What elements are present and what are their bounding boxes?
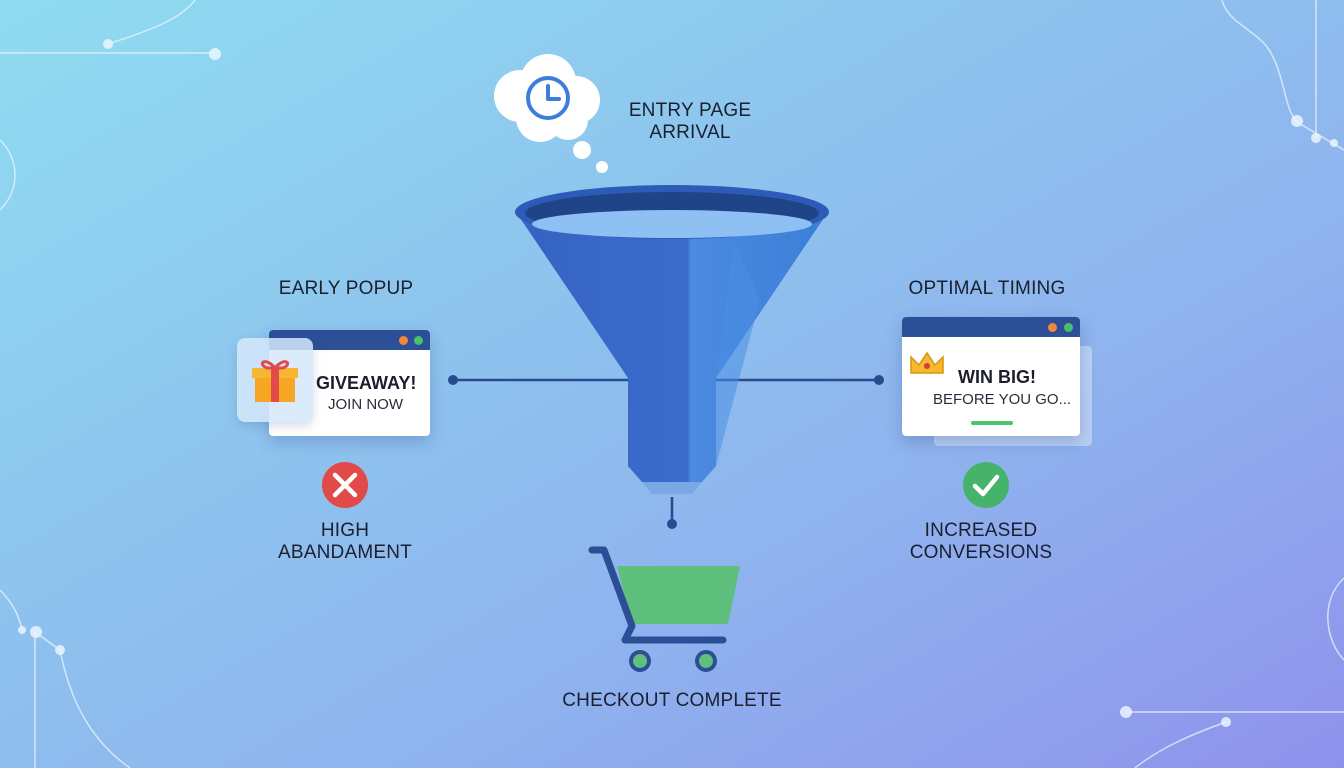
early-outcome-line2: ABANDAMENT xyxy=(278,542,412,563)
orange-dot-icon xyxy=(1048,323,1057,332)
checkout-label: CHECKOUT COMPLETE xyxy=(562,690,782,711)
gift-icon xyxy=(252,360,298,402)
green-dot-icon xyxy=(1064,323,1073,332)
early-outcome-label: HIGH ABANDAMENT xyxy=(265,520,425,564)
optimal-popup-window[interactable]: WIN BIG! BEFORE YOU GO... xyxy=(902,317,1080,436)
progress-underline xyxy=(971,421,1013,425)
entry-label: ENTRY PAGE ARRIVAL xyxy=(610,100,770,144)
optimal-timing-heading: OPTIMAL TIMING xyxy=(908,278,1066,299)
entry-label-line2: ARRIVAL xyxy=(649,122,731,143)
early-popup-subtitle: JOIN NOW xyxy=(328,396,403,413)
optimal-outcome-line1: INCREASED xyxy=(924,520,1038,541)
optimal-outcome-label: INCREASED CONVERSIONS xyxy=(896,520,1066,564)
optimal-popup-title: WIN BIG! xyxy=(958,367,1036,387)
early-popup-heading: EARLY POPUP xyxy=(278,278,414,299)
early-outcome-line1: HIGH xyxy=(320,520,370,541)
window-title-bar xyxy=(902,317,1080,337)
early-popup-title: GIVEAWAY! xyxy=(316,373,417,393)
gift-card xyxy=(237,338,313,422)
optimal-outcome-line2: CONVERSIONS xyxy=(909,542,1053,563)
entry-label-line1: ENTRY PAGE xyxy=(628,100,752,121)
crown-icon xyxy=(910,351,944,374)
orange-dot-icon xyxy=(399,336,408,345)
green-dot-icon xyxy=(414,336,423,345)
optimal-popup-subtitle: BEFORE YOU GO... xyxy=(933,391,1072,408)
